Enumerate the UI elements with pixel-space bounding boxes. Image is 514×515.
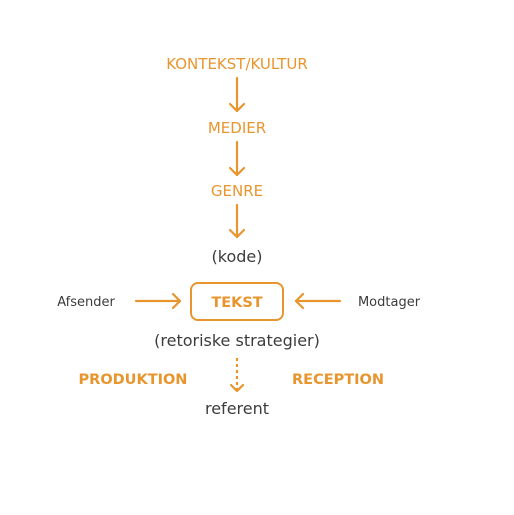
node-referent: referent [205, 399, 269, 418]
arrow-sender-to-text [134, 292, 182, 310]
node-genre: GENRE [211, 182, 263, 200]
node-reception: RECEPTION [292, 372, 384, 388]
arrow-receiver-to-text [294, 292, 342, 310]
node-media: MEDIER [208, 119, 266, 137]
node-context: KONTEKST/KULTUR [166, 55, 308, 73]
node-strategies: (retoriske strategier) [154, 331, 320, 350]
node-sender: Afsender [57, 295, 115, 310]
arrow-media-to-genre [228, 140, 246, 177]
text-box [190, 282, 284, 321]
arrow-context-to-media [228, 76, 246, 113]
arrow-genre-to-code [228, 203, 246, 239]
node-code: (kode) [212, 247, 263, 266]
arrow-dotted-to-referent [229, 358, 245, 393]
node-production: PRODUKTION [79, 372, 188, 388]
node-text: TEKST [211, 295, 262, 311]
node-receiver: Modtager [358, 295, 421, 310]
